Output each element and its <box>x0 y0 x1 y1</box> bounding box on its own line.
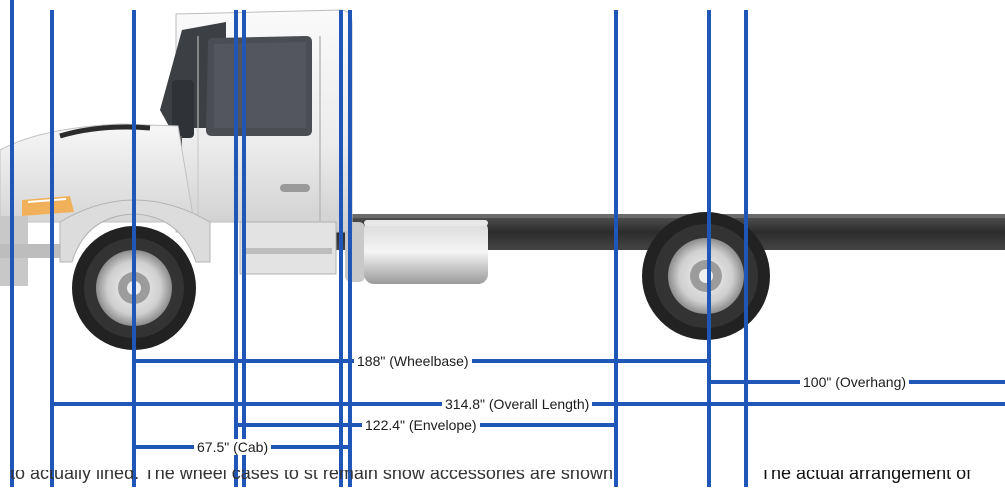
footer-text-right: The actual arrangement of <box>760 470 972 483</box>
footer-text: to actually lined. The wheel cases to st… <box>0 470 1005 487</box>
fuel-tank <box>345 220 488 284</box>
vertical-guides <box>10 0 748 487</box>
wheelbase-label: 188" (Wheelbase) <box>354 353 472 369</box>
cab-label: 67.5" (Cab) <box>194 439 272 455</box>
overall-length-label: 314.8" (Overall Length) <box>442 396 593 412</box>
cab <box>160 9 353 275</box>
footer-text-left: to actually lined. The wheel cases to st… <box>10 470 613 483</box>
overhang-label: 100" (Overhang) <box>800 374 910 390</box>
rear-wheel <box>642 212 770 340</box>
envelope-label: 122.4" (Envelope) <box>362 417 480 433</box>
